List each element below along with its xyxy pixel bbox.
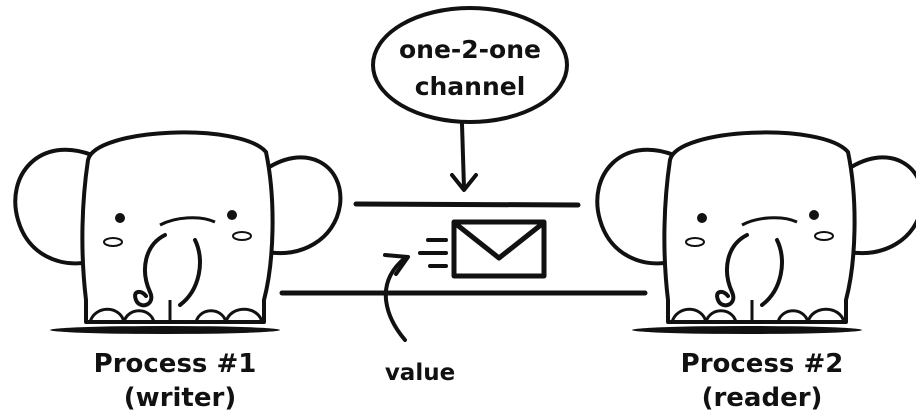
channel-top-line [353, 201, 581, 208]
process1-role: (writer) [124, 383, 236, 413]
bubble-outline [371, 6, 569, 124]
value-label: value [385, 360, 455, 386]
envelope-icon [451, 219, 547, 279]
elephant-reader [595, 130, 916, 336]
bubble-line-1: one-2-one [399, 35, 541, 64]
bubble-line-2: channel [415, 72, 526, 101]
process2-role: (reader) [702, 383, 823, 413]
arrow-curved-icon [383, 253, 410, 342]
process2-name: Process #2 [681, 349, 844, 379]
process1-name: Process #1 [94, 349, 257, 379]
channel-bubble: one-2-one channel [371, 6, 569, 124]
channel-pipe [279, 201, 648, 296]
arrow-down-icon [450, 122, 478, 192]
elephant-writer [13, 130, 343, 336]
motion-lines [418, 238, 448, 268]
